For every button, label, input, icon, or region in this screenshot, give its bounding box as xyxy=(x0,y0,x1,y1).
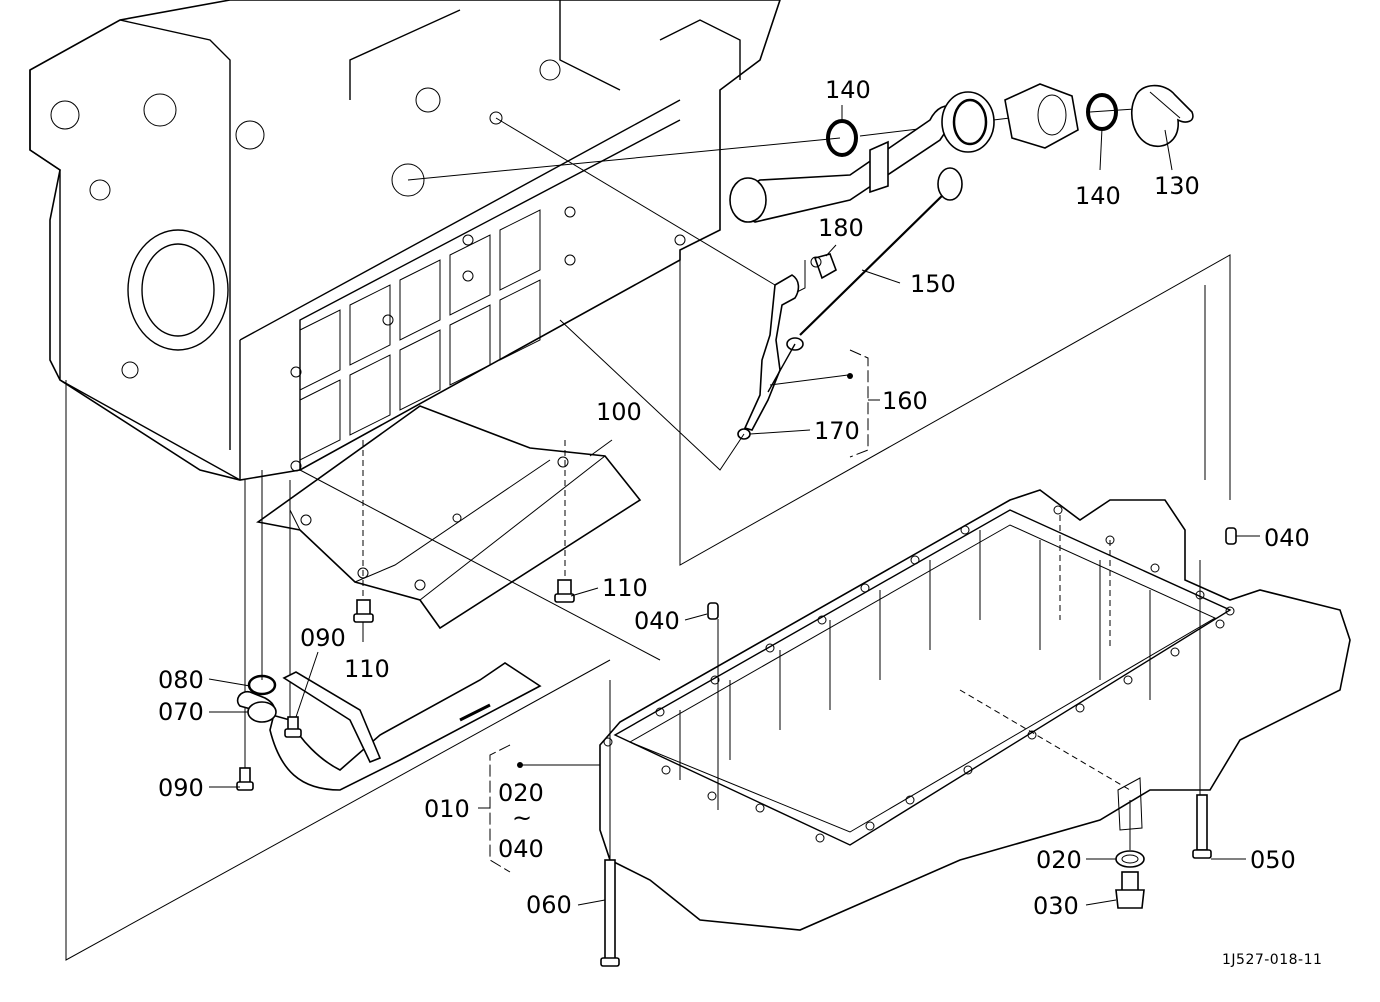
callout-020: 020 xyxy=(1036,846,1082,874)
callout-range-separator: ~ xyxy=(512,804,532,832)
baffle-plate xyxy=(256,405,642,630)
oil-strainer xyxy=(236,470,542,791)
callout-range-040: 040 xyxy=(498,835,544,863)
callout-060: 060 xyxy=(526,891,572,919)
callout-030: 030 xyxy=(1033,892,1079,920)
callout-090-lower: 090 xyxy=(158,774,204,802)
oil-filler-group xyxy=(407,83,1194,223)
engine-block xyxy=(29,0,781,481)
callout-160: 160 xyxy=(882,387,928,415)
assembly-lines xyxy=(65,254,1231,961)
oil-pan xyxy=(599,489,1351,931)
callout-050: 050 xyxy=(1250,846,1296,874)
oring-080 xyxy=(247,674,277,696)
callout-labels: 140 140 130 180 150 160 170 100 110 110 … xyxy=(158,76,1310,920)
figure-id: 1J527-018-11 xyxy=(1222,952,1322,968)
callout-130: 130 xyxy=(1154,172,1200,200)
callout-040-center: 040 xyxy=(634,607,680,635)
bracket-160 xyxy=(849,349,869,458)
loose-parts xyxy=(600,527,1237,967)
callout-080: 080 xyxy=(158,666,204,694)
callout-070: 070 xyxy=(158,698,204,726)
callout-110-left: 110 xyxy=(344,655,390,683)
callout-150: 150 xyxy=(910,270,956,298)
oring-140-left xyxy=(826,119,858,157)
callout-range-020: 020 xyxy=(498,779,544,807)
leader-lines xyxy=(208,105,1260,906)
callout-170: 170 xyxy=(814,417,860,445)
callout-100: 100 xyxy=(596,398,642,426)
callout-180: 180 xyxy=(818,214,864,242)
callout-140-left: 140 xyxy=(825,76,871,104)
dipstick-group xyxy=(495,117,963,471)
callout-090-upper: 090 xyxy=(300,624,346,652)
callout-110-right: 110 xyxy=(602,574,648,602)
callout-dot-010 xyxy=(517,762,523,768)
callout-010: 010 xyxy=(424,795,470,823)
callout-140-right: 140 xyxy=(1075,182,1121,210)
callout-dot-160 xyxy=(847,373,853,379)
callout-040-right: 040 xyxy=(1264,524,1310,552)
